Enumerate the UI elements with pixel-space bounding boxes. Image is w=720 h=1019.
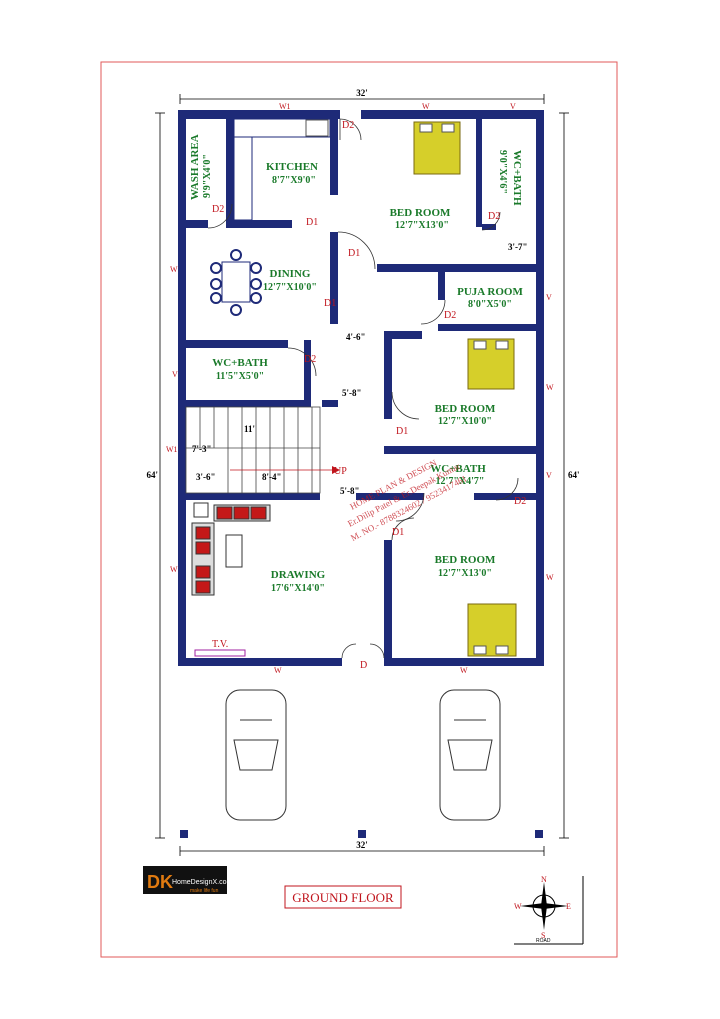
room-wc-bath-top-dim: 9'0"X4'6" <box>497 150 508 194</box>
dim-bottom-width: 32' <box>356 840 368 850</box>
window-label: W1 <box>279 102 291 111</box>
kitchen-counter <box>233 118 331 138</box>
door-label: D2 <box>444 310 456 321</box>
room-bedroom-mid-name: BED ROOM <box>435 403 496 415</box>
kitchen-sink <box>305 119 329 137</box>
room-puja-dim: 8'0"X5'0" <box>468 299 512 310</box>
walls <box>178 110 544 838</box>
sheet-border <box>100 61 618 958</box>
door-label: D2 <box>488 211 500 222</box>
door-label: D2 <box>212 204 224 215</box>
title-box <box>284 885 402 909</box>
window-label: V <box>510 102 516 111</box>
window-label: W <box>274 666 282 675</box>
room-wash-area-dim: 9'9"X4'0" <box>202 154 213 198</box>
window-label: W <box>170 265 178 274</box>
dim-stair-a: 7'-3" <box>192 444 212 454</box>
room-wc-bath-left-dim: 11'5"X5'0" <box>216 371 264 382</box>
room-bedroom-top-name: BED ROOM <box>390 207 451 219</box>
dim-stair-c: 8'-4" <box>262 472 282 482</box>
svg-text:HomeDesignX.com: HomeDesignX.com <box>172 879 232 886</box>
room-wc-bath-left-name: WC+BATH <box>212 357 268 369</box>
svg-text:DK: DK <box>147 872 173 892</box>
room-dining-name: DINING <box>270 268 311 280</box>
car-right <box>439 689 501 821</box>
door-label: D <box>360 660 367 671</box>
dim-top-width: 32' <box>356 88 368 98</box>
room-bedroom-top-dim: 12'7"X13'0" <box>395 220 449 231</box>
bed-bottom <box>467 603 517 657</box>
room-kitchen-dim: 8'7"X9'0" <box>272 175 316 186</box>
bed-mid <box>467 338 515 390</box>
room-wc-bath-mid-name: WC+BATH <box>430 463 486 475</box>
room-wash-area-name: WASH AREA <box>189 134 201 200</box>
svg-text:ROAD: ROAD <box>536 938 551 944</box>
dining-table <box>210 249 262 316</box>
bed-top <box>413 121 461 175</box>
door-label: D1 <box>396 426 408 437</box>
window-label: W1 <box>166 445 178 454</box>
svg-text:W: W <box>514 902 522 911</box>
door-label: D1 <box>392 527 404 538</box>
dim-passage-lower: 5'-8" <box>342 388 362 398</box>
svg-text:make life fun: make life fun <box>190 888 219 894</box>
dim-stair-d: 5'-8" <box>340 486 360 496</box>
dim-passage-mid: 4'-6" <box>346 332 366 342</box>
door-label: D2 <box>514 496 526 507</box>
svg-text:E: E <box>566 902 571 911</box>
plan-title: GROUND FLOOR <box>292 890 394 905</box>
window-label: W <box>546 383 554 392</box>
room-wc-bath-mid-dim: 12'7"X4'7" <box>436 476 485 487</box>
window-label: W <box>546 573 554 582</box>
room-bedroom-bottom-name: BED ROOM <box>435 554 496 566</box>
room-wc-bath-top-name: WC+BATH <box>511 150 523 206</box>
window-label: W <box>460 666 468 675</box>
window-label: V <box>546 293 552 302</box>
tv-unit <box>194 649 246 657</box>
door-label: D1 <box>306 217 318 228</box>
room-drawing-dim: 17'6"X14'0" <box>271 583 325 594</box>
door-label: D2 <box>342 120 354 131</box>
door-label: D1 <box>324 298 336 309</box>
svg-text:S: S <box>541 931 545 940</box>
door-label: D1 <box>348 248 360 259</box>
dimension-lines <box>155 94 569 856</box>
window-label: W <box>422 102 430 111</box>
dim-passage-right: 3'-7" <box>508 242 528 252</box>
dim-stair-width: 11' <box>244 424 255 434</box>
svg-text:N: N <box>541 875 547 884</box>
dim-stair-b: 3'-6" <box>196 472 216 482</box>
window-label: W <box>170 565 178 574</box>
window-label: V <box>546 471 552 480</box>
room-puja-name: PUJA ROOM <box>457 286 523 298</box>
room-drawing-name: DRAWING <box>271 569 326 581</box>
kitchen-counter-side <box>233 136 253 221</box>
door-swings <box>207 118 519 659</box>
door-label: D2 <box>304 354 316 365</box>
dk-logo: DK HomeDesignX.com make life fun <box>143 866 232 894</box>
stair-up-label: UP <box>334 466 347 477</box>
tv-label: T.V. <box>212 639 228 650</box>
room-kitchen-name: KITCHEN <box>266 161 318 173</box>
room-bedroom-bottom-dim: 12'7"X13'0" <box>438 568 492 579</box>
dim-right-height: 64' <box>568 470 580 480</box>
window-label: V <box>172 370 178 379</box>
room-dining-dim: 12'7"X10'0" <box>263 282 317 293</box>
sofa-set <box>191 502 271 596</box>
staircase <box>185 406 340 494</box>
compass-icon: N S E W ROAD <box>514 875 584 945</box>
dim-left-height: 64' <box>146 470 158 480</box>
car-left <box>225 689 287 821</box>
room-bedroom-mid-dim: 12'7"X10'0" <box>438 416 492 427</box>
